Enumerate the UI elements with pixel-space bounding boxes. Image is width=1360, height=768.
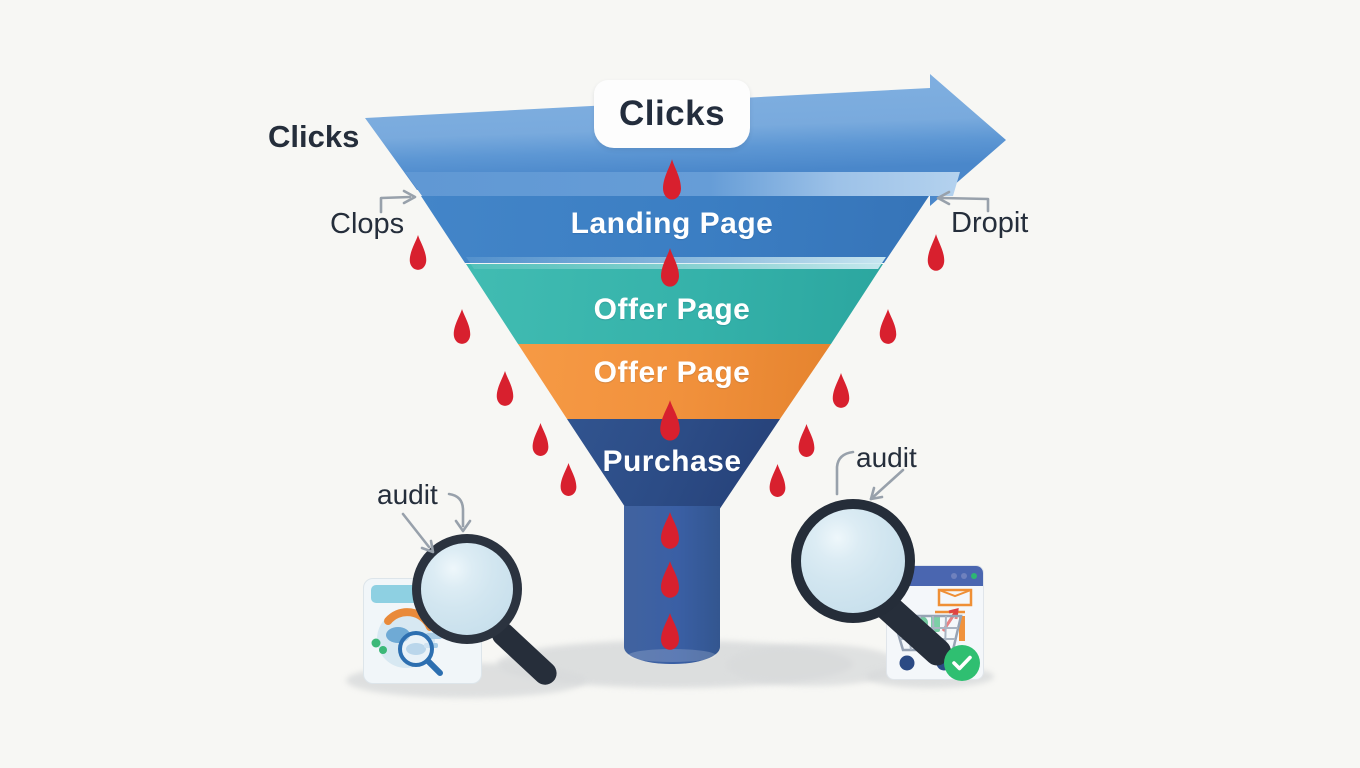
droplet-icon <box>658 612 682 652</box>
droplet-icon <box>530 422 551 458</box>
window-dot-icon <box>961 573 967 579</box>
clops-arrowhead <box>402 189 417 205</box>
audit-left-elbow-arrowhead <box>454 519 472 533</box>
audit-left-elbow-arrow <box>447 492 465 528</box>
droplet-icon <box>658 560 682 600</box>
droplet-icon <box>767 463 788 499</box>
droplet-icon <box>407 234 429 272</box>
droplet-icon <box>657 399 683 443</box>
droplet-icon <box>877 308 899 346</box>
audit-left-diagonal-arrow <box>401 512 431 549</box>
audit-left-label: audit <box>377 479 438 510</box>
clicks-badge: Clicks <box>594 80 750 148</box>
droplet-icon <box>658 511 682 551</box>
clicks-badge-label: Clicks <box>618 94 726 133</box>
stage-label-landing-page: Landing Page <box>570 207 774 240</box>
audit-right-label: audit <box>856 442 917 473</box>
droplet-icon <box>494 370 516 408</box>
window-dot-icon <box>971 573 977 579</box>
droplet-icon <box>451 308 473 346</box>
funnel-light-stripe <box>405 172 960 196</box>
droplet-icon <box>660 158 684 202</box>
seo-report-chart-icon <box>371 608 443 676</box>
funnel-stage-landing-page <box>421 196 929 263</box>
droplet-icon <box>558 462 579 498</box>
window-dot-icon <box>951 573 957 579</box>
droplet-icon <box>658 247 682 289</box>
checkmark-icon <box>944 645 980 681</box>
left-magnifier-icon <box>412 534 522 644</box>
stage-label-purchase: Purchase <box>602 445 742 478</box>
dropit-callout-label: Dropit <box>951 207 1029 239</box>
audit-right-diagonal-arrow <box>869 468 905 501</box>
funnel-stage-offer-page-2 <box>518 344 831 419</box>
droplet-icon <box>925 233 947 273</box>
audit-right-bracket-line <box>835 450 855 496</box>
clicks-corner-label: Clicks <box>268 119 360 154</box>
audit-right-diagonal-arrowhead <box>869 486 884 501</box>
stage-label-offer-page-2: Offer Page <box>593 356 751 389</box>
right-magnifier-icon <box>791 499 915 623</box>
droplet-icon <box>830 372 852 410</box>
clops-callout-label: Clops <box>330 208 405 240</box>
stage-label-offer-page-1: Offer Page <box>593 293 751 326</box>
droplet-icon <box>796 423 817 459</box>
